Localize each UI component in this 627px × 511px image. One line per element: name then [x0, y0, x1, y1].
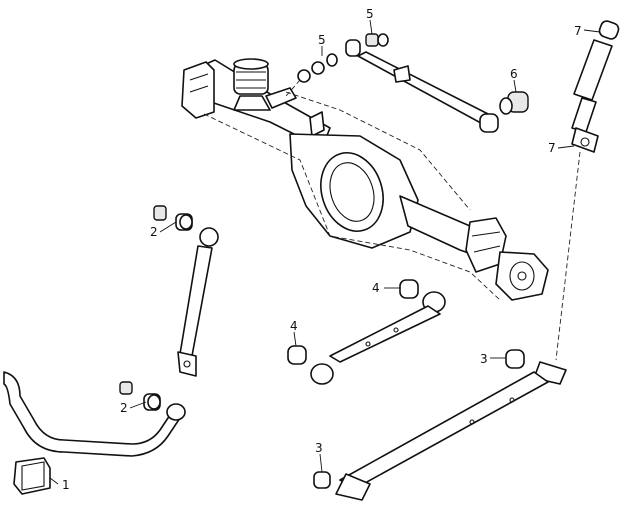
callout-4-lower: 4	[290, 319, 298, 333]
callout-4-upper: 4	[372, 281, 380, 295]
callout-3-lower-arm: 3	[480, 352, 488, 366]
rear-axle-housing	[181, 58, 549, 301]
callout-6: 6	[510, 67, 518, 81]
lower-control-arm	[313, 349, 567, 501]
callout-1: 1	[62, 478, 70, 492]
callout-5-top: 5	[366, 7, 374, 21]
lateral-rod	[153, 205, 219, 377]
callout-labels: 1 2 2 3 3 4 4 5 5 6 7 7	[62, 7, 582, 492]
leader-lines	[49, 19, 601, 485]
stabilizer-bar	[3, 371, 186, 495]
callout-5-mid: 5	[318, 33, 326, 47]
callout-3-lower-bush: 3	[315, 441, 323, 455]
callout-7-top: 7	[574, 24, 582, 38]
shock-absorber	[555, 20, 620, 361]
callout-2-lateral-rod: 2	[150, 225, 158, 239]
callout-7-bottom: 7	[548, 141, 556, 155]
upper-control-link	[285, 33, 529, 133]
callout-2-stabilizer: 2	[120, 401, 128, 415]
middle-link	[287, 279, 446, 385]
